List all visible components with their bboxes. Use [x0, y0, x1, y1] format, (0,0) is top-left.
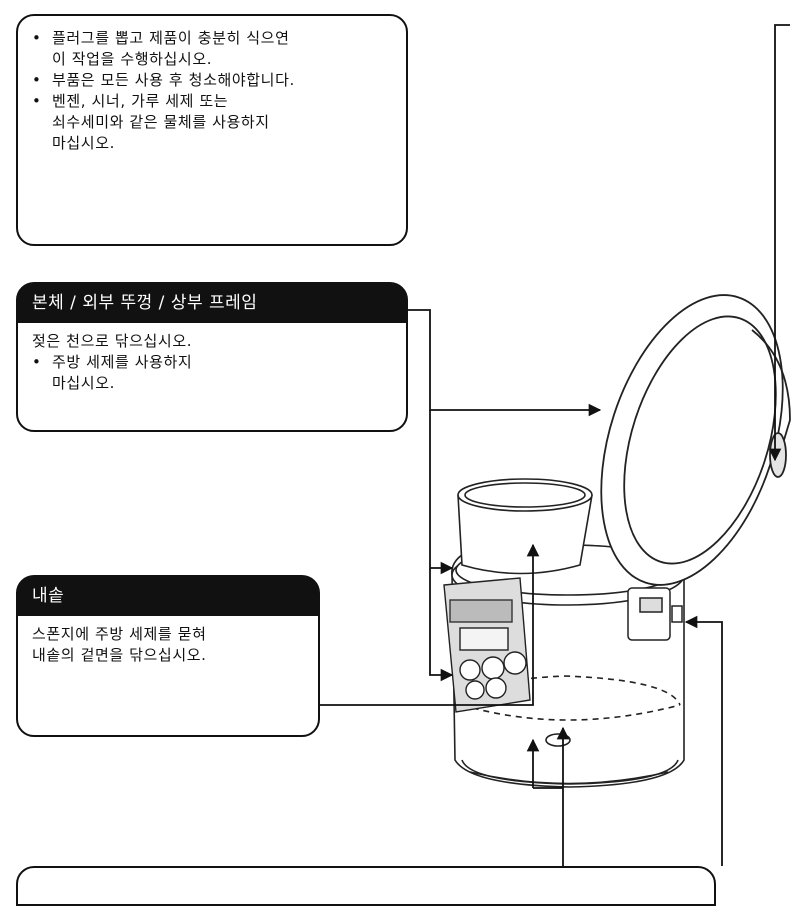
open-lid	[600, 294, 791, 586]
body-cleaning-title: 본체 / 외부 뚜껑 / 상부 프레임	[18, 284, 406, 323]
pot-line: 내솥의 겉면을 닦으십시오.	[32, 646, 207, 664]
body-line: •주방 세제를 사용하지	[32, 353, 193, 371]
note-line: 쇠수세미와 같은 물체를 사용하지	[52, 113, 270, 131]
control-panel	[443, 577, 531, 713]
pot-line: 스폰지에 주방 세제를 묻혀	[32, 625, 207, 643]
note-line: •플러그를 뽑고 제품이 충분히 식으연	[32, 29, 290, 47]
note-line: 마십시오.	[52, 134, 115, 152]
body-line: 젖은 천으로 닦으십시오.	[32, 332, 193, 350]
hinge-latch	[627, 587, 683, 641]
note-line: 이 작업을 수행하십시오.	[52, 50, 213, 68]
body-line: 마십시오.	[52, 374, 115, 392]
note-line: •부품은 모든 사용 후 청소해야합니다.	[32, 71, 295, 89]
inner-pot-box: 내솥 스폰지에 주방 세제를 묻혀 내솥의 겉면을 닦으십시오.	[16, 575, 320, 737]
caution-note-box: •플러그를 뽑고 제품이 충분히 식으연 이 작업을 수행하십시오. •부품은 …	[16, 14, 408, 246]
leader-lines	[320, 24, 790, 866]
note-line: •벤젠, 시너, 가루 세제 또는	[32, 92, 229, 110]
inner-pot	[457, 478, 593, 575]
rice-cooker-illustration	[320, 24, 791, 866]
body-cleaning-box: 본체 / 외부 뚜껑 / 상부 프레임 젖은 천으로 닦으십시오. •주방 세제…	[16, 282, 408, 432]
inner-pot-title: 내솥	[18, 577, 318, 616]
